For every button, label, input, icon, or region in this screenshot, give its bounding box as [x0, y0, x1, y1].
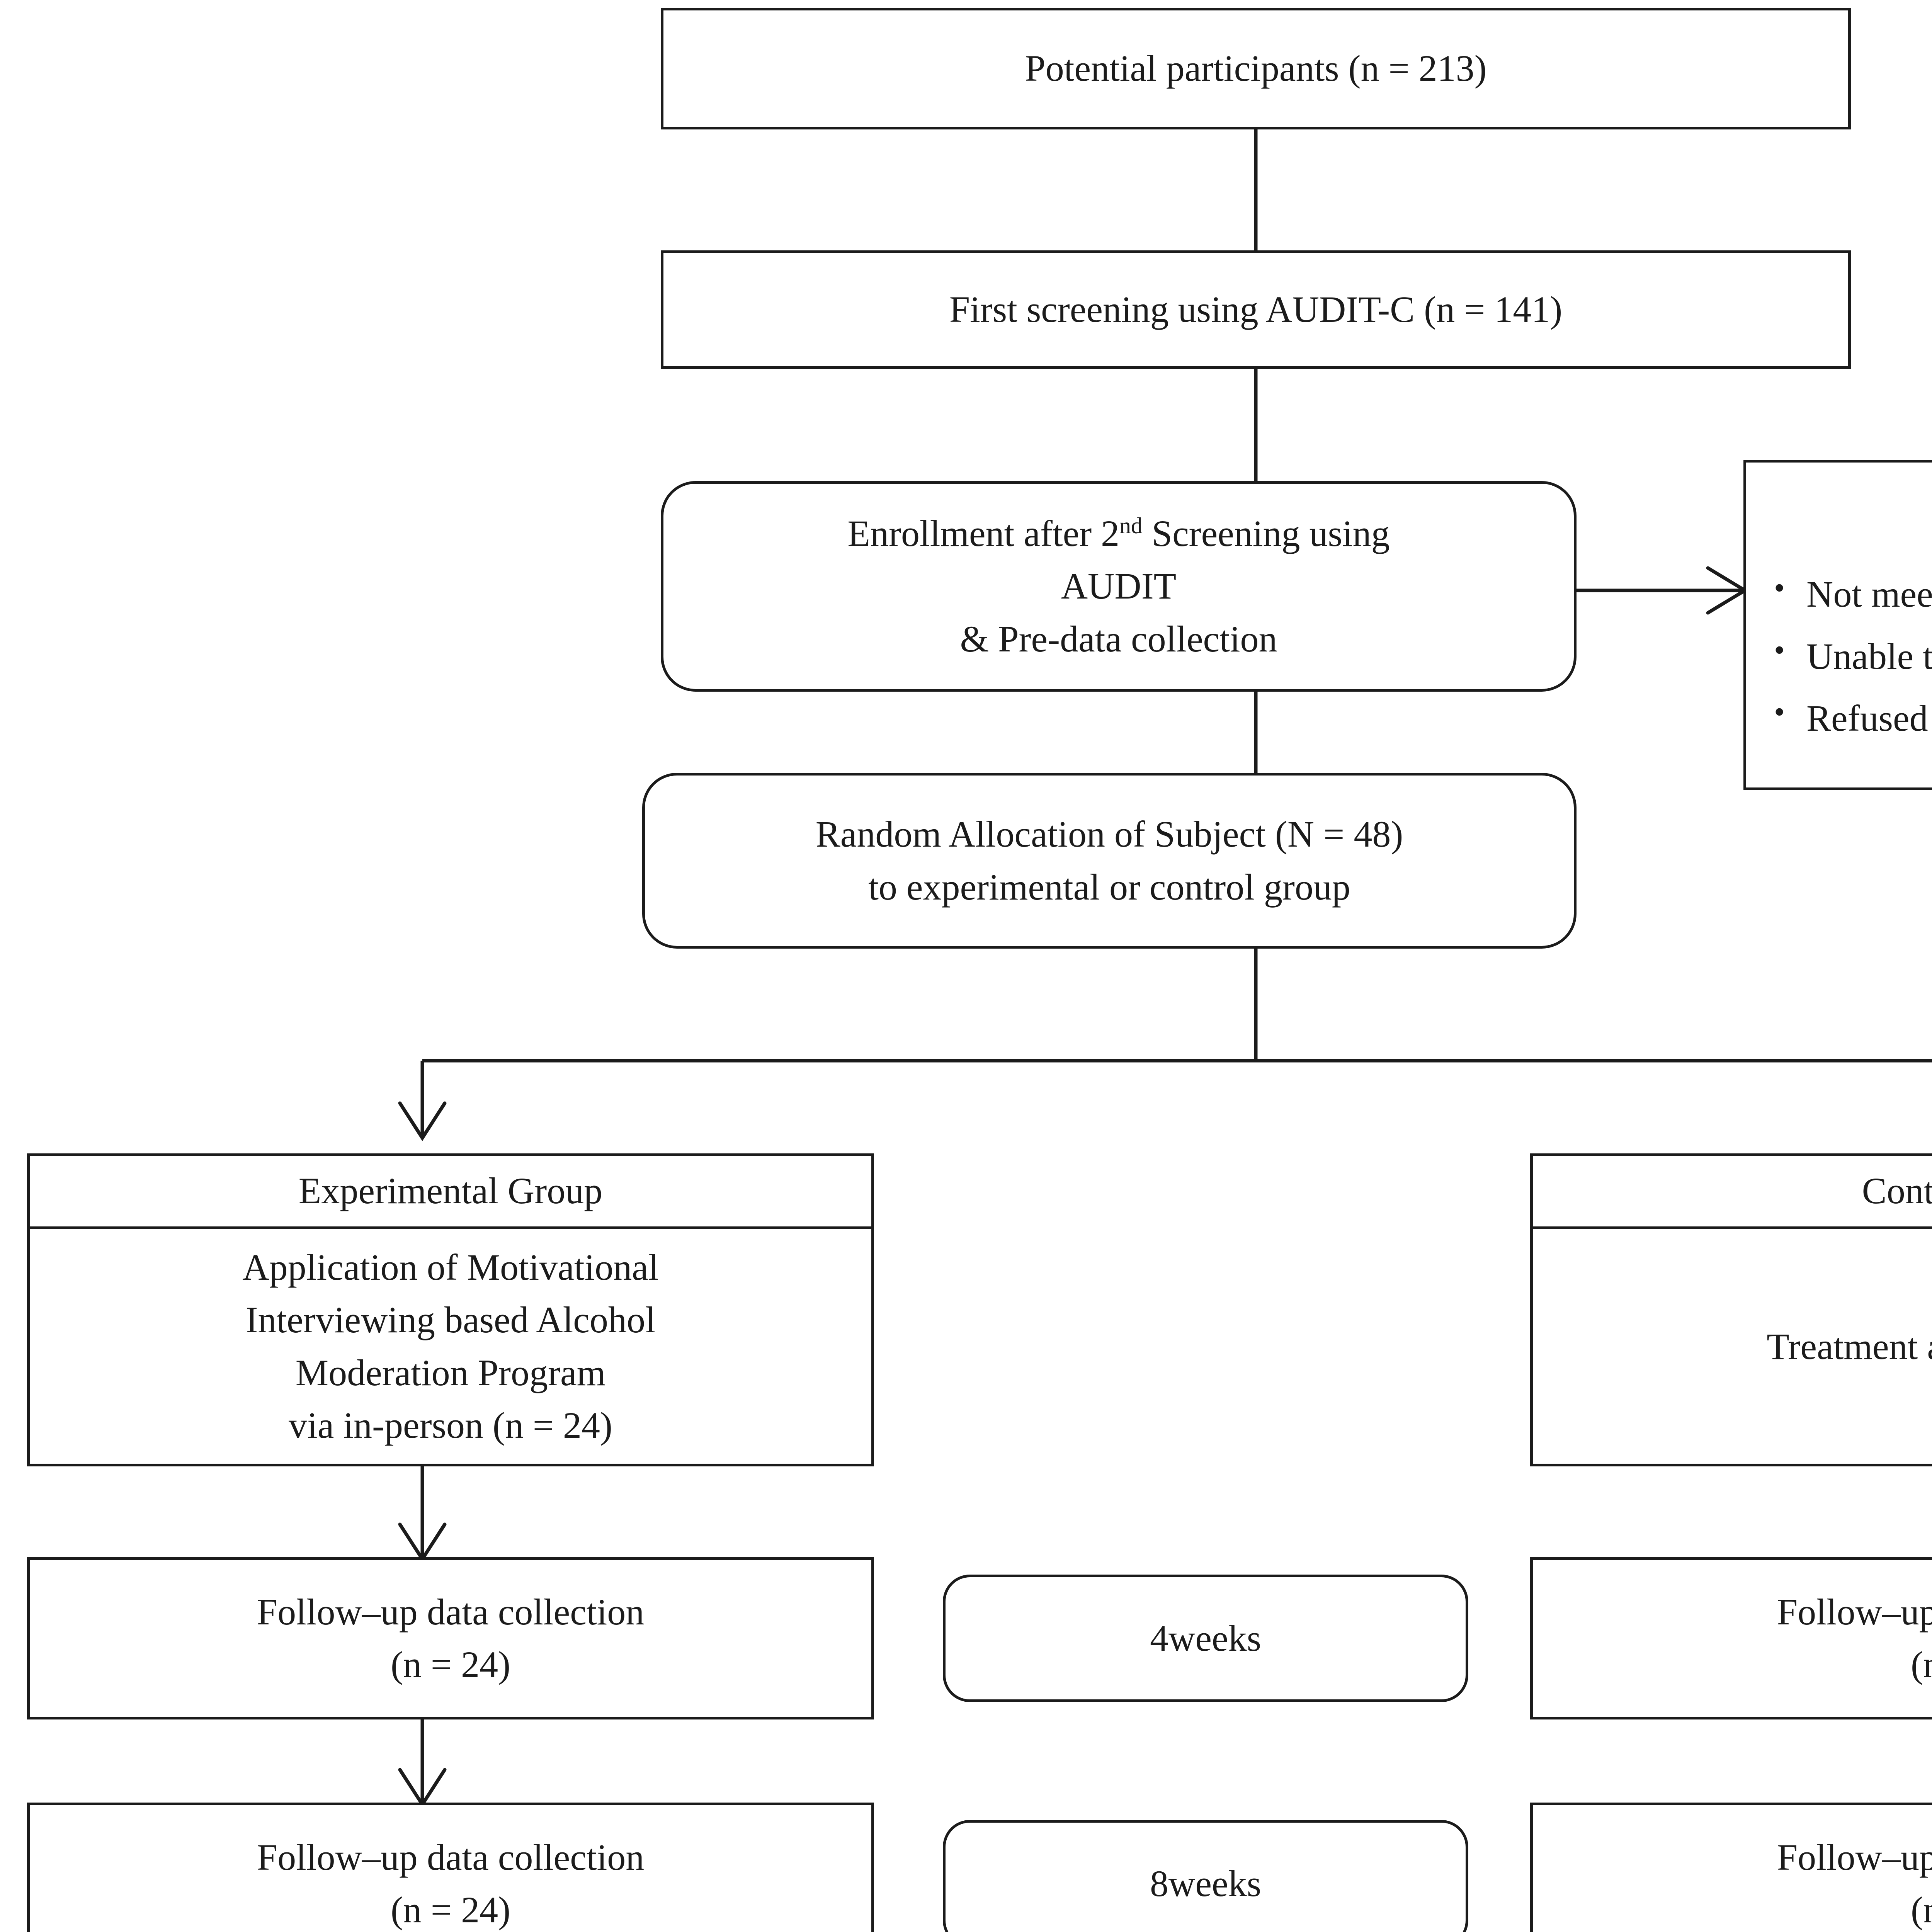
allocation-line-2: to experimental or control group [868, 866, 1350, 908]
node-random-allocation: Random Allocation of Subject (N = 48) to… [642, 773, 1577, 949]
experimental-body-line-1: Application of Motivational [242, 1247, 659, 1288]
experimental-followup-2-line-1: Follow–up data collection [257, 1836, 645, 1878]
timepoint-4-weeks-label: 4weeks [1150, 1617, 1261, 1659]
experimental-body-line-3: Moderation Program [295, 1352, 606, 1393]
control-followup-2-line-1: Follow–up data collection [1777, 1836, 1932, 1878]
node-enrollment: Enrollment after 2nd Screening using AUD… [661, 481, 1577, 692]
enrollment-line-2: AUDIT [1061, 565, 1177, 607]
enrollment-ordinal-superscript: nd [1119, 513, 1143, 539]
experimental-followup-1-line-2: (n = 24) [390, 1644, 511, 1685]
arrowhead-split-left [398, 1101, 447, 1141]
experimental-followup-2-line-2: (n = 24) [390, 1889, 511, 1930]
timepoint-8-weeks-label: 8weeks [1150, 1862, 1261, 1904]
experimental-body-line-4: via in-person (n = 24) [289, 1404, 612, 1446]
experimental-group-header: Experimental Group [30, 1156, 871, 1230]
enrollment-line-1: Enrollment after 2nd Screening using [847, 513, 1390, 554]
list-item: Unable to participate (n = 2) [1769, 628, 1932, 683]
node-timepoint-8-weeks: 8weeks [943, 1820, 1468, 1932]
excluded-reason-list: Not meet inclusion criteria (n = 89) Una… [1746, 559, 1932, 754]
node-experimental-followup-1: Follow–up data collection (n = 24) [27, 1557, 874, 1719]
control-followup-2-line-2: (n = 23) [1910, 1889, 1932, 1930]
first-screening-label: First screening using AUDIT-C (n = 141) [949, 289, 1563, 330]
node-first-screening: First screening using AUDIT-C (n = 141) [661, 250, 1851, 369]
node-experimental-followup-2: Follow–up data collection (n = 24) [27, 1803, 874, 1932]
experimental-followup-1-line-1: Follow–up data collection [257, 1591, 645, 1633]
control-body-line-1: Treatment as usual (n = 24) [1767, 1325, 1932, 1367]
enrollment-line-3: & Pre-data collection [960, 618, 1277, 660]
arrowhead-excluded [1706, 566, 1748, 615]
node-control-group: Control Group Treatment as usual (n = 24… [1530, 1153, 1932, 1466]
arrowhead-exp-followup2 [398, 1768, 447, 1808]
control-group-body: Treatment as usual (n = 24) [1533, 1229, 1932, 1464]
potential-participants-label: Potential participants (n = 213) [1025, 48, 1487, 89]
node-experimental-group: Experimental Group Application of Motiva… [27, 1153, 874, 1466]
node-control-followup-1: Follow–up data collection (n = 23) [1530, 1557, 1932, 1719]
experimental-body-line-2: Interviewing based Alcohol [245, 1299, 656, 1341]
control-followup-1-line-1: Follow–up data collection [1777, 1591, 1932, 1633]
node-potential-participants: Potential participants (n = 213) [661, 8, 1851, 129]
control-group-header: Control Group [1533, 1156, 1932, 1230]
node-excluded: Excluded (n = 93) Not meet inclusion cri… [1743, 460, 1932, 790]
allocation-line-1: Random Allocation of Subject (N = 48) [815, 813, 1403, 855]
control-followup-1-line-2: (n = 23) [1910, 1644, 1932, 1685]
node-control-followup-2: Follow–up data collection (n = 23) [1530, 1803, 1932, 1932]
node-timepoint-4-weeks: 4weeks [943, 1575, 1468, 1702]
arrowhead-exp-followup1 [398, 1522, 447, 1563]
experimental-group-body: Application of Motivational Interviewing… [30, 1229, 871, 1464]
list-item: Not meet inclusion criteria (n = 89) [1769, 566, 1932, 621]
list-item: Refused to participate (n = 2) [1769, 690, 1932, 745]
